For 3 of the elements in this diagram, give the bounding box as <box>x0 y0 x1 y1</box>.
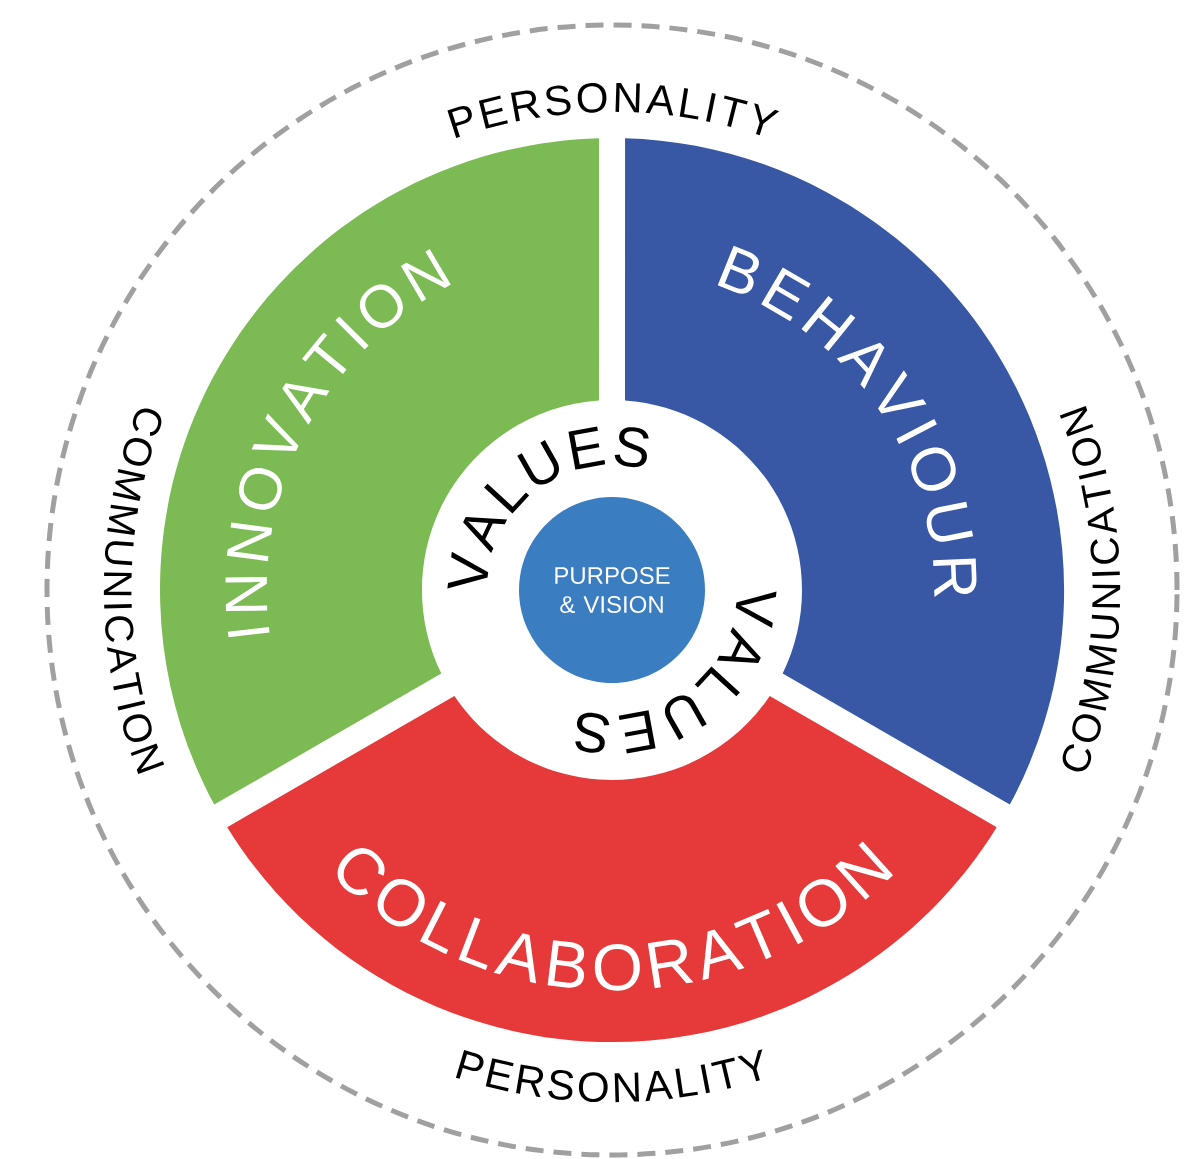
curved-label: PERSONALITY <box>447 82 780 138</box>
curved-label: COLLABORATION <box>337 841 894 991</box>
curved-label: PERSONALITY <box>455 1049 763 1103</box>
